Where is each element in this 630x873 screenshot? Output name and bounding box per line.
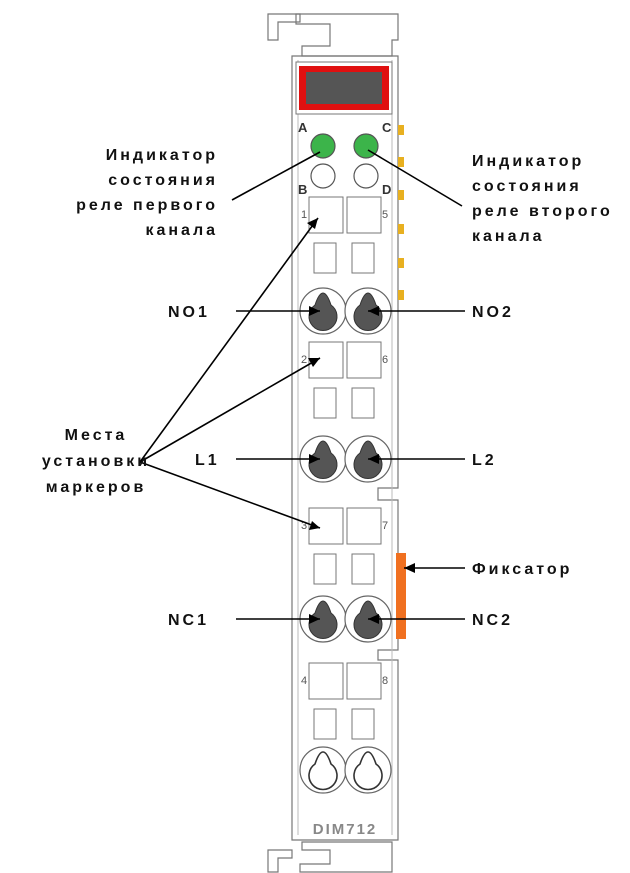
arrow-no2 [368, 306, 379, 316]
label-no1: NO1 [168, 304, 210, 321]
release-slot[interactable] [313, 708, 337, 740]
label-nc1: NC1 [168, 612, 209, 629]
leader-marker-2 [139, 357, 321, 463]
led-block: A C B D [298, 120, 392, 197]
terminal-clamp-empty[interactable] [308, 751, 338, 791]
leader-indicator-ch2 [367, 149, 463, 207]
terminal-screw[interactable] [308, 440, 338, 479]
markers-line-2: установки [42, 453, 150, 470]
marker-plate[interactable] [346, 662, 382, 700]
leader-lines [139, 149, 465, 620]
leader-arrowheads [307, 218, 415, 624]
terminal-rows: 1 5 2 6 3 7 4 8 [299, 196, 392, 794]
indicator-ch1-line-2: состояния [108, 172, 218, 189]
bottom-clip-left [267, 849, 293, 873]
side-contact [398, 125, 404, 135]
arrow-l2 [368, 454, 379, 464]
label-latch: Фиксатор [472, 561, 572, 578]
side-contact [398, 157, 404, 167]
marker-number: 7 [382, 520, 388, 532]
indicator-ch2-line-2: состояния [472, 178, 582, 195]
marker-number: 1 [301, 209, 307, 221]
led-label-d: D [382, 182, 391, 197]
top-clip-left [267, 13, 301, 41]
marker-number: 3 [301, 520, 307, 532]
arrow-l1 [309, 454, 320, 464]
indicator-ch1-line-4: канала [145, 222, 218, 239]
led-d [353, 163, 379, 189]
arrow-marker-1 [307, 218, 318, 229]
top-clip [295, 13, 399, 57]
label-l1: L1 [195, 452, 220, 469]
marker-number: 5 [382, 209, 388, 221]
label-no2: NO2 [472, 304, 514, 321]
terminal-clamp-empty[interactable] [353, 751, 383, 791]
marker-plate[interactable] [346, 196, 382, 234]
indicator-ch2-line-3: реле второго [472, 203, 613, 220]
led-label-a: A [298, 120, 308, 135]
release-slot[interactable] [313, 387, 337, 419]
arrow-nc2 [368, 614, 379, 624]
display-window [295, 61, 393, 115]
release-slot[interactable] [351, 242, 375, 274]
led-label-c: C [382, 120, 392, 135]
leader-indicator-ch1 [231, 151, 321, 201]
arrow-nc1 [309, 614, 320, 624]
housing-outline [291, 55, 399, 841]
indicator-ch2-line-4: канала [472, 228, 545, 245]
label-l2: L2 [472, 452, 497, 469]
terminal-screw[interactable] [308, 292, 338, 331]
arrow-marker-2 [308, 358, 320, 367]
terminal-screw[interactable] [308, 600, 338, 639]
arrow-latch [404, 563, 415, 573]
side-contact [398, 258, 404, 268]
marker-plate[interactable] [308, 662, 344, 700]
latch-bar[interactable] [396, 553, 406, 639]
indicator-ch1-line-1: Индикатор [106, 147, 218, 164]
markers-line-1: Места [65, 427, 128, 444]
led-channel-1 [310, 133, 336, 159]
marker-number: 8 [382, 675, 388, 687]
side-contacts [398, 125, 404, 300]
marker-plate[interactable] [346, 341, 382, 379]
callout-markers: Места установки маркеров [42, 427, 150, 496]
bottom-clip [299, 841, 393, 873]
side-contact [398, 190, 404, 200]
module-body [267, 13, 399, 873]
led-label-b: B [298, 182, 307, 197]
indicator-ch2-line-1: Индикатор [472, 153, 584, 170]
model-name: DIM712 [313, 821, 378, 838]
release-slot[interactable] [351, 387, 375, 419]
leader-marker-3 [139, 461, 321, 529]
led-b [310, 163, 336, 189]
window-glass [306, 72, 382, 104]
label-nc2: NC2 [472, 612, 513, 629]
release-slot[interactable] [313, 242, 337, 274]
callout-indicator-ch1: Индикатор состояния реле первого канала [76, 147, 218, 239]
side-contact [398, 290, 404, 300]
marker-number: 4 [301, 675, 307, 687]
arrow-no1 [309, 306, 320, 316]
markers-line-3: маркеров [46, 479, 147, 496]
release-slot[interactable] [351, 708, 375, 740]
marker-number: 2 [301, 354, 307, 366]
release-slot[interactable] [351, 553, 375, 585]
leader-marker-1 [139, 217, 319, 463]
arrow-marker-3 [309, 521, 320, 530]
side-contact [398, 224, 404, 234]
indicator-ch1-line-3: реле первого [76, 197, 218, 214]
callout-indicator-ch2: Индикатор состояния реле второго канала [472, 153, 613, 245]
marker-plate[interactable] [346, 507, 382, 545]
release-slot[interactable] [313, 553, 337, 585]
marker-number: 6 [382, 354, 388, 366]
